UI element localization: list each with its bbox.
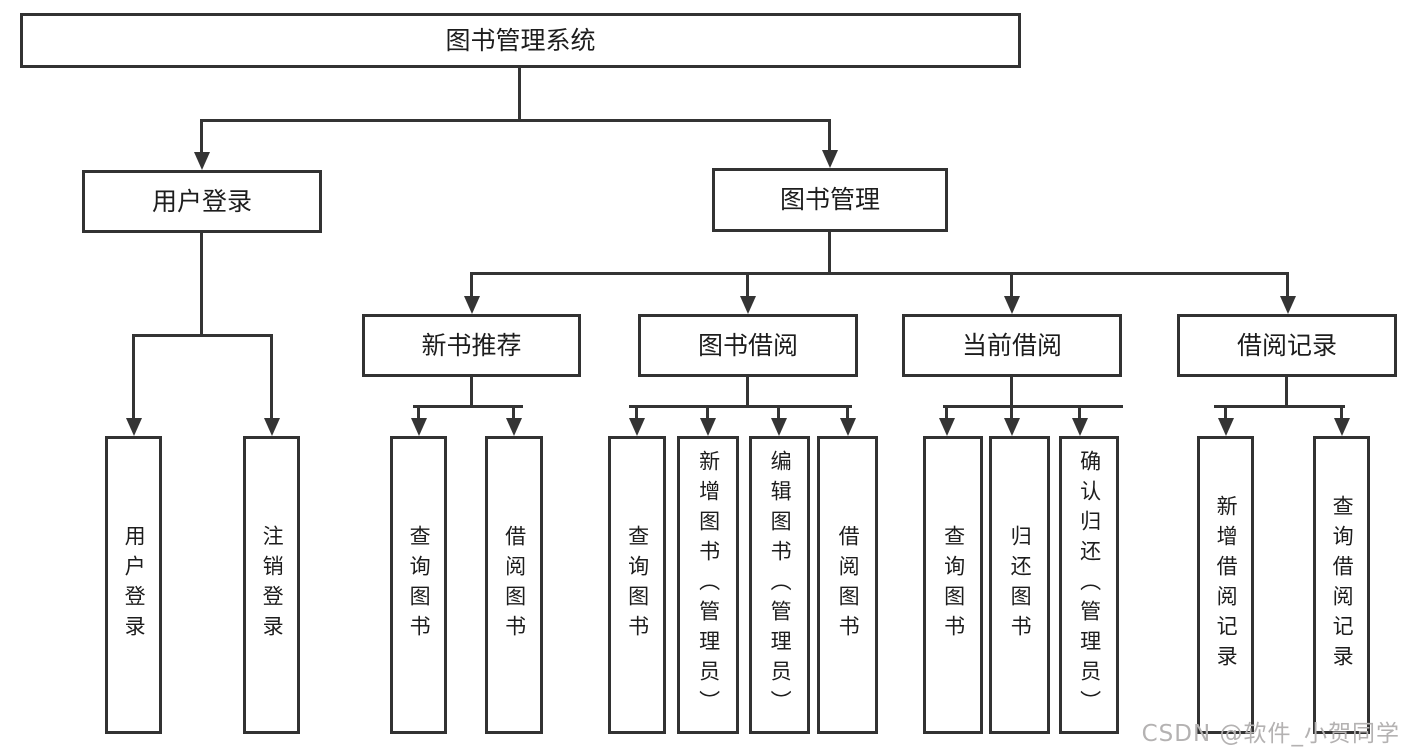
arrow-down-icon (1218, 418, 1234, 436)
leaf-borrow-book: 借阅图书 (817, 436, 878, 734)
arrow-down-icon (1280, 296, 1296, 314)
connector-line (777, 405, 780, 418)
connector-line (470, 376, 473, 406)
arrow-down-icon (126, 418, 142, 436)
connector-line (1340, 405, 1343, 418)
connector-line (943, 405, 1123, 408)
arrow-down-icon (264, 418, 280, 436)
connector-line (470, 272, 473, 296)
connector-line (1010, 405, 1013, 418)
arrow-down-icon (1072, 418, 1088, 436)
connector-line (512, 405, 515, 418)
leaf-edit-book-admin: 编辑图书（管理员） (749, 436, 810, 734)
leaf-add-borrow-record: 新增借阅记录 (1197, 436, 1254, 734)
connector-line (413, 405, 523, 408)
arrow-down-icon (1334, 418, 1350, 436)
arrow-down-icon (700, 418, 716, 436)
connector-line (1214, 405, 1345, 408)
connector-line (635, 405, 638, 418)
connector-line (200, 232, 203, 335)
leaf-borrow-book: 借阅图书 (485, 436, 543, 734)
csdn-watermark: CSDN @软件_小贺同学 (1141, 721, 1400, 747)
node-book-management: 图书管理 (712, 168, 948, 232)
leaf-logout: 注销登录 (243, 436, 300, 734)
connector-line (1078, 405, 1081, 418)
connector-line (132, 334, 135, 418)
connector-line (746, 376, 749, 406)
node-user-login: 用户登录 (82, 170, 322, 233)
connector-line (270, 334, 273, 418)
arrow-down-icon (740, 296, 756, 314)
leaf-add-book-admin: 新增图书（管理员） (677, 436, 739, 734)
connector-line (945, 405, 948, 418)
connector-line (200, 119, 831, 122)
node-borrow-record: 借阅记录 (1177, 314, 1397, 377)
arrow-down-icon (1004, 296, 1020, 314)
connector-line (746, 272, 749, 296)
node-book-borrow: 图书借阅 (638, 314, 858, 377)
arrow-down-icon (194, 152, 210, 170)
node-current-borrow: 当前借阅 (902, 314, 1122, 377)
leaf-query-book: 查询图书 (390, 436, 447, 734)
connector-line (828, 119, 831, 150)
arrow-down-icon (822, 150, 838, 168)
arrow-down-icon (771, 418, 787, 436)
arrow-down-icon (411, 418, 427, 436)
connector-line (518, 67, 521, 120)
connector-line (828, 231, 831, 273)
node-library-management-system: 图书管理系统 (20, 13, 1021, 68)
leaf-query-book: 查询图书 (608, 436, 666, 734)
arrow-down-icon (506, 418, 522, 436)
arrow-down-icon (939, 418, 955, 436)
connector-line (132, 334, 273, 337)
node-new-book-recommend: 新书推荐 (362, 314, 581, 377)
connector-line (200, 119, 203, 152)
leaf-query-book: 查询图书 (923, 436, 983, 734)
connector-line (417, 405, 420, 418)
arrow-down-icon (464, 296, 480, 314)
connector-line (1286, 272, 1289, 296)
connector-line (846, 405, 849, 418)
connector-line (1224, 405, 1227, 418)
connector-line (470, 272, 1289, 275)
connector-line (1285, 376, 1288, 406)
connector-line (1010, 272, 1013, 296)
connector-line (629, 405, 852, 408)
connector-line (706, 405, 709, 418)
arrow-down-icon (840, 418, 856, 436)
leaf-return-book: 归还图书 (989, 436, 1050, 734)
arrow-down-icon (1004, 418, 1020, 436)
arrow-down-icon (629, 418, 645, 436)
leaf-user-login: 用户登录 (105, 436, 162, 734)
leaf-confirm-return-admin: 确认归还（管理员） (1059, 436, 1119, 734)
connector-line (1010, 376, 1013, 406)
leaf-query-borrow-record: 查询借阅记录 (1313, 436, 1370, 734)
